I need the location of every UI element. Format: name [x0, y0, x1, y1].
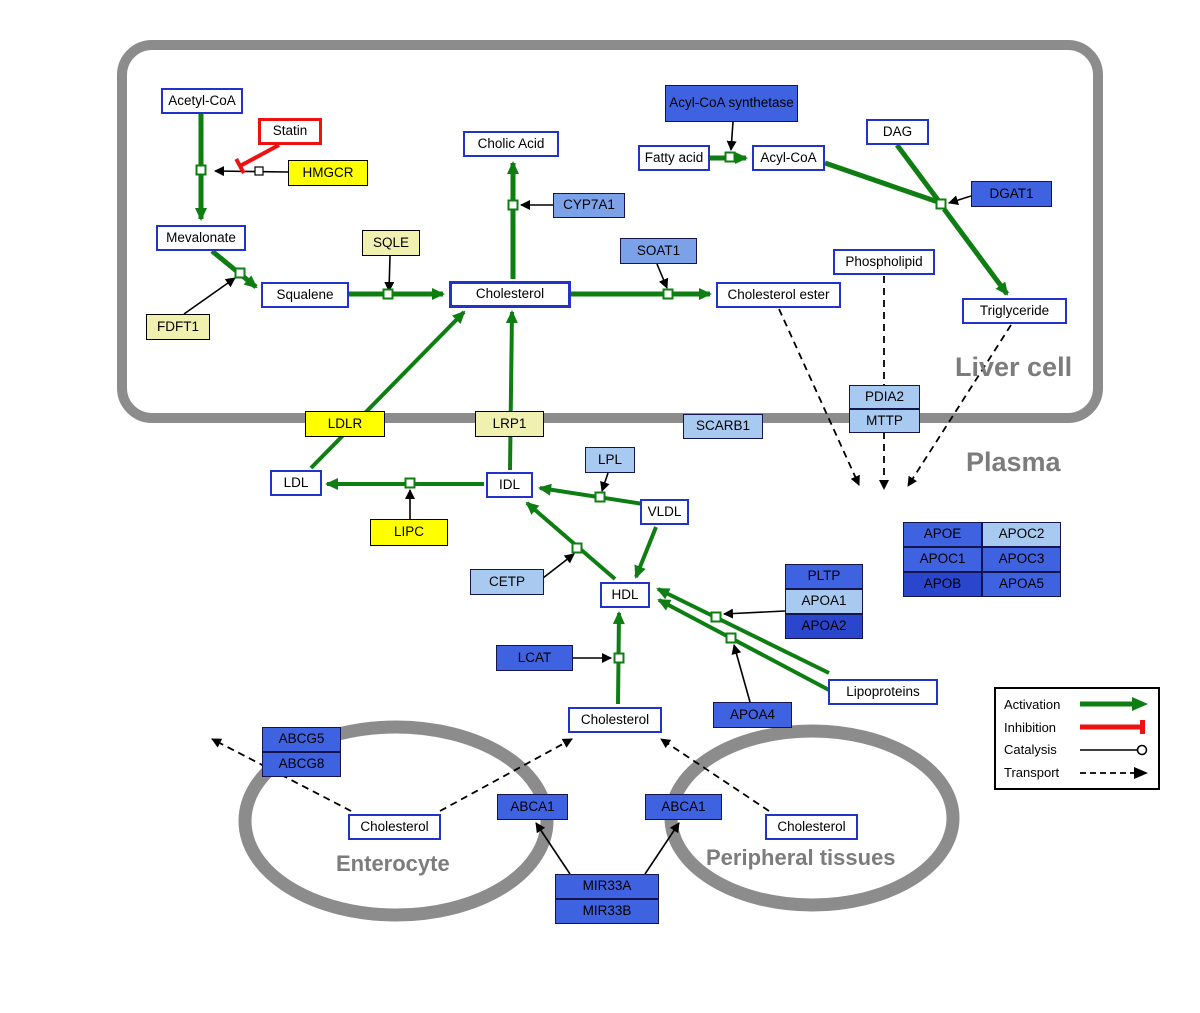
legend-row-catalysis: Catalysis	[1004, 742, 1150, 758]
node-ldl[interactable]: LDL	[270, 470, 322, 496]
node-lipoproteins[interactable]: Lipoproteins	[828, 679, 938, 705]
node-cholic-acid[interactable]: Cholic Acid	[463, 131, 559, 157]
legend-row-inhibition: Inhibition	[1004, 719, 1150, 735]
node-apoc1[interactable]: APOC1	[903, 547, 982, 572]
legend-row-transport: Transport	[1004, 765, 1150, 781]
node-acyl-coa[interactable]: Acyl-CoA	[752, 145, 825, 171]
node-ldlr[interactable]: LDLR	[305, 411, 385, 437]
peripheral-tissues-label: Peripheral tissues	[706, 845, 896, 870]
node-lpl[interactable]: LPL	[585, 447, 635, 473]
node-apoa1[interactable]: APOA1	[785, 589, 863, 614]
node-vldl[interactable]: VLDL	[640, 499, 689, 525]
node-apoc2[interactable]: APOC2	[982, 522, 1061, 547]
activation-arrow-icon	[1080, 697, 1148, 712]
node-abca1-peripheral[interactable]: ABCA1	[645, 794, 722, 820]
legend-row-activation: Activation	[1004, 696, 1150, 712]
legend: Activation Inhibition Catalysis Transpor…	[994, 687, 1160, 790]
node-soat1[interactable]: SOAT1	[620, 238, 697, 264]
node-cyp7a1[interactable]: CYP7A1	[553, 193, 625, 218]
inhibition-edges	[234, 143, 280, 176]
legend-label-catalysis: Catalysis	[1004, 742, 1057, 758]
node-triglyceride[interactable]: Triglyceride	[962, 298, 1067, 324]
node-lrp1[interactable]: LRP1	[475, 411, 544, 437]
node-fdft1[interactable]: FDFT1	[146, 314, 210, 340]
node-apoc3[interactable]: APOC3	[982, 547, 1061, 572]
legend-label-transport: Transport	[1004, 765, 1060, 781]
node-pdia2[interactable]: PDIA2	[849, 385, 920, 409]
node-fatty-acid[interactable]: Fatty acid	[638, 145, 710, 171]
node-apoa2[interactable]: APOA2	[785, 614, 863, 639]
node-cetp[interactable]: CETP	[470, 569, 544, 595]
node-phospholipid[interactable]: Phospholipid	[833, 249, 935, 275]
node-sqle[interactable]: SQLE	[362, 230, 420, 256]
catalysis-anchor	[254, 166, 264, 176]
enterocyte-label: Enterocyte	[336, 851, 450, 876]
node-mevalonate[interactable]: Mevalonate	[156, 225, 246, 251]
inhibition-tbar-icon	[1080, 720, 1145, 735]
node-cholesterol-peripheral[interactable]: Cholesterol	[765, 814, 858, 840]
node-cholesterol-liver[interactable]: Cholesterol	[449, 281, 571, 308]
node-lipc[interactable]: LIPC	[370, 519, 448, 546]
node-hdl[interactable]: HDL	[600, 582, 650, 608]
compartment-shapes	[117, 40, 1103, 922]
catalysis-edges	[183, 121, 972, 875]
node-dgat1[interactable]: DGAT1	[971, 181, 1052, 207]
node-abcg5[interactable]: ABCG5	[262, 727, 341, 752]
node-mir33b[interactable]: MIR33B	[555, 899, 659, 924]
node-pltp[interactable]: PLTP	[785, 564, 863, 589]
node-acetyl-coa[interactable]: Acetyl-CoA	[161, 88, 243, 114]
node-mir33a[interactable]: MIR33A	[555, 874, 659, 899]
reaction-nodes	[195, 151, 947, 664]
node-squalene[interactable]: Squalene	[261, 282, 349, 308]
node-dag[interactable]: DAG	[866, 119, 929, 145]
node-idl[interactable]: IDL	[486, 472, 533, 498]
node-apoe[interactable]: APOE	[903, 522, 982, 547]
node-acyl-coa-synthetase[interactable]: Acyl-CoA synthetase	[665, 85, 798, 122]
legend-label-activation: Activation	[1004, 696, 1061, 712]
node-apoa4[interactable]: APOA4	[713, 702, 792, 728]
node-abca1-enterocyte[interactable]: ABCA1	[497, 794, 568, 820]
node-hmgcr[interactable]: HMGCR	[288, 160, 368, 186]
node-lcat[interactable]: LCAT	[496, 645, 573, 671]
node-apob[interactable]: APOB	[903, 572, 982, 597]
enterocyte-membrane	[238, 720, 554, 922]
liver-cell-label: Liver cell	[955, 352, 1073, 382]
plasma-label: Plasma	[966, 447, 1061, 477]
node-scarb1[interactable]: SCARB1	[683, 414, 763, 439]
legend-label-inhibition: Inhibition	[1004, 719, 1057, 735]
node-statin[interactable]: Statin	[258, 118, 322, 145]
node-mttp[interactable]: MTTP	[849, 409, 920, 433]
node-cholesterol-plasma[interactable]: Cholesterol	[568, 707, 662, 733]
node-cholesterol-ester[interactable]: Cholesterol ester	[716, 282, 841, 308]
transport-dashed-arrow-icon	[1080, 766, 1148, 779]
node-apoa5[interactable]: APOA5	[982, 572, 1061, 597]
node-cholesterol-enterocyte[interactable]: Cholesterol	[348, 814, 441, 840]
catalysis-circle-icon	[1080, 744, 1148, 756]
node-abcg8[interactable]: ABCG8	[262, 752, 341, 777]
liver-cell-membrane	[117, 40, 1103, 423]
